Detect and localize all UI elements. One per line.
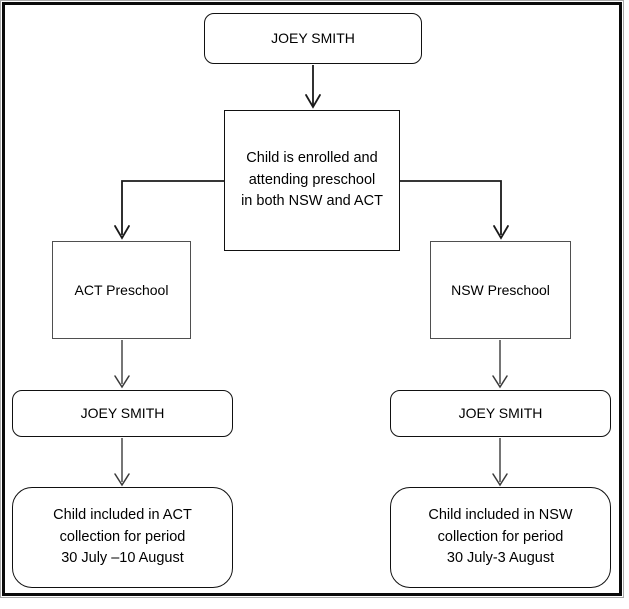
node-nsw-preschool-label: NSW Preschool [451,281,550,298]
node-nsw-preschool: NSW Preschool [430,241,571,339]
node-child-name-top-label: JOEY SMITH [271,30,355,46]
node-child-name-nsw-label: JOEY SMITH [458,405,543,421]
node-child-name-top: JOEY SMITH [204,13,422,64]
node-child-name-act-label: JOEY SMITH [80,405,165,421]
node-act-collection-outcome: Child included in ACT collection for per… [12,487,233,588]
node-nsw-collection-outcome-label: Child included in NSW collection for per… [428,506,573,567]
node-enrolment-condition-label: Child is enrolled and attending preschoo… [241,149,383,210]
node-child-name-nsw: JOEY SMITH [390,390,611,437]
node-act-collection-outcome-label: Child included in ACT collection for per… [53,506,192,567]
node-nsw-collection-outcome: Child included in NSW collection for per… [390,487,611,588]
node-enrolment-condition: Child is enrolled and attending preschoo… [224,110,400,251]
diagram-outer-border [0,0,624,598]
node-act-preschool: ACT Preschool [52,241,191,339]
node-act-preschool-label: ACT Preschool [74,281,169,298]
node-child-name-act: JOEY SMITH [12,390,233,437]
